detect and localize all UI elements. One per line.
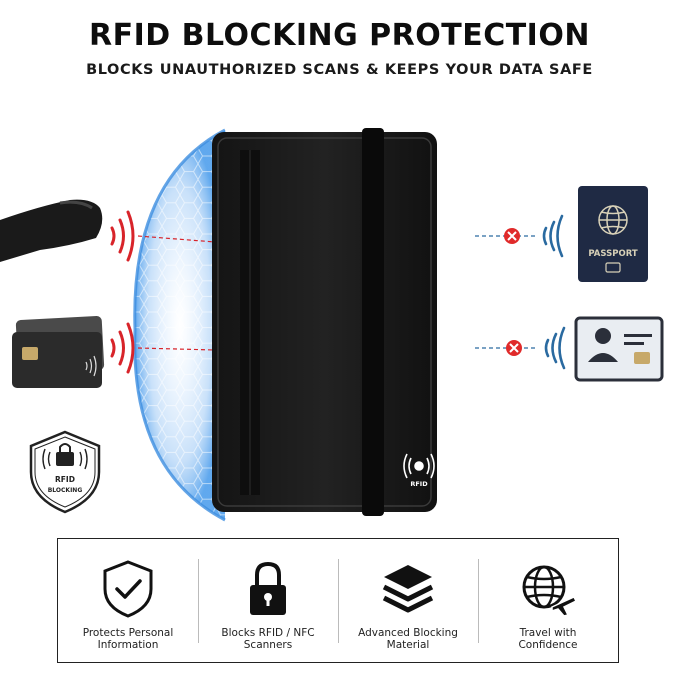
globe-icon xyxy=(598,205,628,235)
rfid-logo-label: RFID xyxy=(410,480,428,488)
id-wave-icon xyxy=(544,326,566,370)
page-title: RFID BLOCKING PROTECTION xyxy=(89,18,590,53)
badge-text-line1: RFID xyxy=(55,475,75,484)
contactless-icon xyxy=(85,355,97,377)
padlock-icon xyxy=(246,559,290,619)
card-wave-icon xyxy=(110,322,135,374)
badge-wave-icon xyxy=(42,448,88,470)
feature-label: Advanced Blocking Material xyxy=(358,627,458,651)
feature-label: Protects Personal Information xyxy=(82,627,174,651)
id-chip-icon xyxy=(634,352,650,364)
scanner-wave-icon xyxy=(110,210,135,262)
feature-label: Blocks RFID / NFC Scanners xyxy=(221,627,315,651)
globe-plane-icon xyxy=(518,559,578,619)
rfid-logo-icon xyxy=(403,453,435,479)
rfid-blocking-badge: RFID BLOCKING xyxy=(29,430,101,514)
shield-check-icon xyxy=(101,559,155,619)
id-card xyxy=(574,316,664,382)
rfid-wallet: RFID xyxy=(212,128,437,516)
passport-label: PASSPORT xyxy=(588,249,638,259)
badge-lock-icon xyxy=(56,443,74,466)
credit-cards xyxy=(12,316,105,388)
feature-protects-info: Protects Personal Information xyxy=(58,539,198,662)
rfid-scanner xyxy=(0,199,103,262)
elastic-band xyxy=(362,128,384,516)
passport-chip-icon xyxy=(605,262,621,273)
features-panel: Protects Personal Information Blocks RFI… xyxy=(57,538,619,663)
card-beam-line xyxy=(137,347,216,351)
id-blocked-signal xyxy=(475,326,566,370)
badge-text-line2: BLOCKING xyxy=(48,487,83,494)
feature-blocking-material: Advanced Blocking Material xyxy=(338,539,478,662)
passport-wave-icon xyxy=(542,214,564,258)
feature-travel-confidence: Travel with Confidence xyxy=(478,539,618,662)
layers-icon xyxy=(380,559,436,619)
feature-label: Travel with Confidence xyxy=(518,627,578,651)
feature-blocks-scanners: Blocks RFID / NFC Scanners xyxy=(198,539,338,662)
passport: PASSPORT xyxy=(578,186,648,282)
scanner-beam-line xyxy=(137,235,216,243)
person-icon xyxy=(595,328,611,344)
card-chip-icon xyxy=(22,347,38,360)
passport-blocked-signal xyxy=(475,214,564,258)
page-subtitle: BLOCKS UNAUTHORIZED SCANS & KEEPS YOUR D… xyxy=(86,62,593,78)
